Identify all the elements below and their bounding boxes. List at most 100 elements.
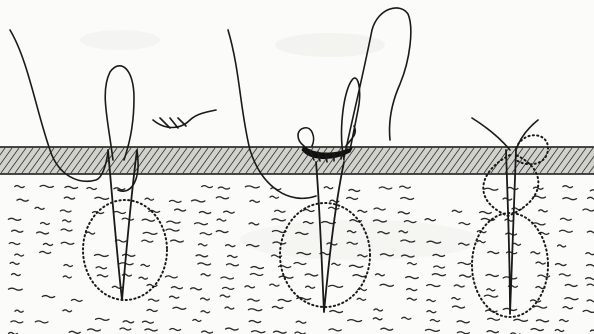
tissue-dash bbox=[10, 262, 19, 264]
tissue-dash bbox=[64, 197, 74, 199]
tissue-dash bbox=[252, 331, 265, 333]
tissue-dash bbox=[35, 321, 48, 323]
tissue-dash bbox=[86, 232, 95, 234]
tissue-dash bbox=[171, 240, 184, 242]
tissue-dash bbox=[95, 197, 109, 199]
tissue-dash bbox=[427, 311, 436, 313]
tissue-dash bbox=[195, 223, 208, 225]
tissue-dash bbox=[61, 229, 72, 231]
tissue-dash bbox=[12, 274, 21, 276]
tissue-dash bbox=[221, 277, 234, 279]
tissue-dash bbox=[555, 264, 566, 266]
tissue-dash bbox=[425, 329, 439, 331]
tissue-dash bbox=[217, 219, 226, 221]
tissue-dash bbox=[427, 300, 435, 302]
tissue-dash bbox=[191, 288, 202, 290]
tissue-dash bbox=[460, 275, 471, 277]
tissue-dash bbox=[198, 244, 207, 246]
tissue-dash-marks bbox=[8, 185, 594, 334]
tissue-dash bbox=[60, 210, 71, 212]
tissue-dash bbox=[408, 263, 417, 265]
tissue-dash bbox=[565, 298, 578, 300]
tissue-dash bbox=[63, 276, 71, 278]
tissue-dash bbox=[349, 189, 360, 191]
tissue-dash bbox=[587, 300, 594, 302]
tissue-dash bbox=[347, 197, 358, 199]
tissue-dash bbox=[224, 211, 235, 213]
tissue-dash bbox=[486, 310, 497, 312]
tissue-dash bbox=[43, 243, 52, 245]
tissue-dash bbox=[200, 233, 211, 235]
tissue-dash bbox=[272, 219, 286, 221]
tissue-dash bbox=[251, 267, 263, 269]
tissue-dash bbox=[114, 188, 125, 190]
tissue-dash bbox=[539, 210, 548, 212]
tissue-dash bbox=[407, 289, 417, 291]
tissue-dash bbox=[142, 321, 153, 323]
tissue-dash bbox=[8, 218, 20, 220]
tissue-dash bbox=[71, 299, 82, 301]
tissue-dash bbox=[270, 196, 278, 198]
tissue-dash bbox=[142, 240, 153, 242]
tissue-dash bbox=[201, 274, 210, 276]
tissue-dash bbox=[149, 210, 160, 212]
tissue-dash bbox=[532, 223, 545, 225]
tissue-dash bbox=[587, 231, 594, 233]
tissue-dash bbox=[400, 186, 411, 188]
tissue-dash bbox=[357, 298, 365, 300]
tissue-dash bbox=[348, 320, 362, 322]
tissue-dash bbox=[457, 321, 469, 323]
tissue-dash bbox=[193, 319, 201, 321]
tissue-dash bbox=[273, 331, 286, 333]
tissue-dash bbox=[173, 307, 186, 309]
tissue-dash bbox=[507, 187, 518, 189]
tissue-dash bbox=[270, 284, 279, 286]
tissue-dash bbox=[167, 221, 180, 223]
tissue-dash bbox=[201, 298, 210, 300]
tissue-dash bbox=[61, 242, 74, 244]
tissue-dash bbox=[303, 210, 314, 212]
tissue-dash bbox=[583, 209, 594, 211]
tissue-dash bbox=[563, 307, 572, 309]
tissue-dash bbox=[407, 298, 416, 300]
tissue-dash bbox=[88, 329, 101, 331]
tissue-dash bbox=[484, 188, 498, 190]
tissue-dash bbox=[458, 262, 470, 264]
tissue-dash bbox=[198, 263, 211, 265]
tissue-dash bbox=[97, 275, 107, 277]
tissue-dash bbox=[123, 254, 135, 256]
tissue-dash bbox=[406, 277, 419, 279]
tissue-dash bbox=[218, 187, 229, 189]
tissue-dash bbox=[275, 210, 285, 212]
tissue-dash bbox=[358, 210, 367, 212]
background-bleed-through bbox=[80, 30, 480, 260]
right-knot-cross bbox=[472, 118, 538, 150]
tissue-dash bbox=[64, 265, 72, 267]
tissue-dash bbox=[201, 311, 210, 313]
tissue-dash bbox=[41, 223, 50, 225]
tissue-dash bbox=[563, 186, 573, 188]
tissue-dash bbox=[452, 306, 464, 308]
tissue-dash bbox=[486, 274, 498, 276]
tissue-dash bbox=[563, 198, 577, 200]
tissue-dash bbox=[586, 278, 594, 280]
tissue-dash bbox=[17, 199, 28, 201]
tissue-dash bbox=[430, 320, 439, 322]
tissue-dash bbox=[122, 218, 133, 220]
tissue-dash bbox=[590, 330, 594, 332]
tissue-dash bbox=[373, 318, 382, 320]
tissue-dash bbox=[452, 298, 460, 300]
tissue-dash bbox=[249, 223, 259, 225]
tissue-dash bbox=[560, 218, 571, 220]
tissue-dash bbox=[35, 207, 44, 209]
tissue-dash bbox=[15, 186, 24, 188]
tissue-dash bbox=[434, 266, 445, 268]
tissue-dash bbox=[9, 242, 20, 244]
tissue-dash bbox=[427, 285, 440, 287]
tissue-dash bbox=[216, 231, 228, 233]
tissue-dash bbox=[245, 286, 255, 288]
tissue-dash bbox=[506, 233, 517, 235]
tissue-dash bbox=[294, 262, 306, 264]
tissue-dash bbox=[202, 331, 213, 333]
tissue-dash bbox=[332, 263, 340, 265]
